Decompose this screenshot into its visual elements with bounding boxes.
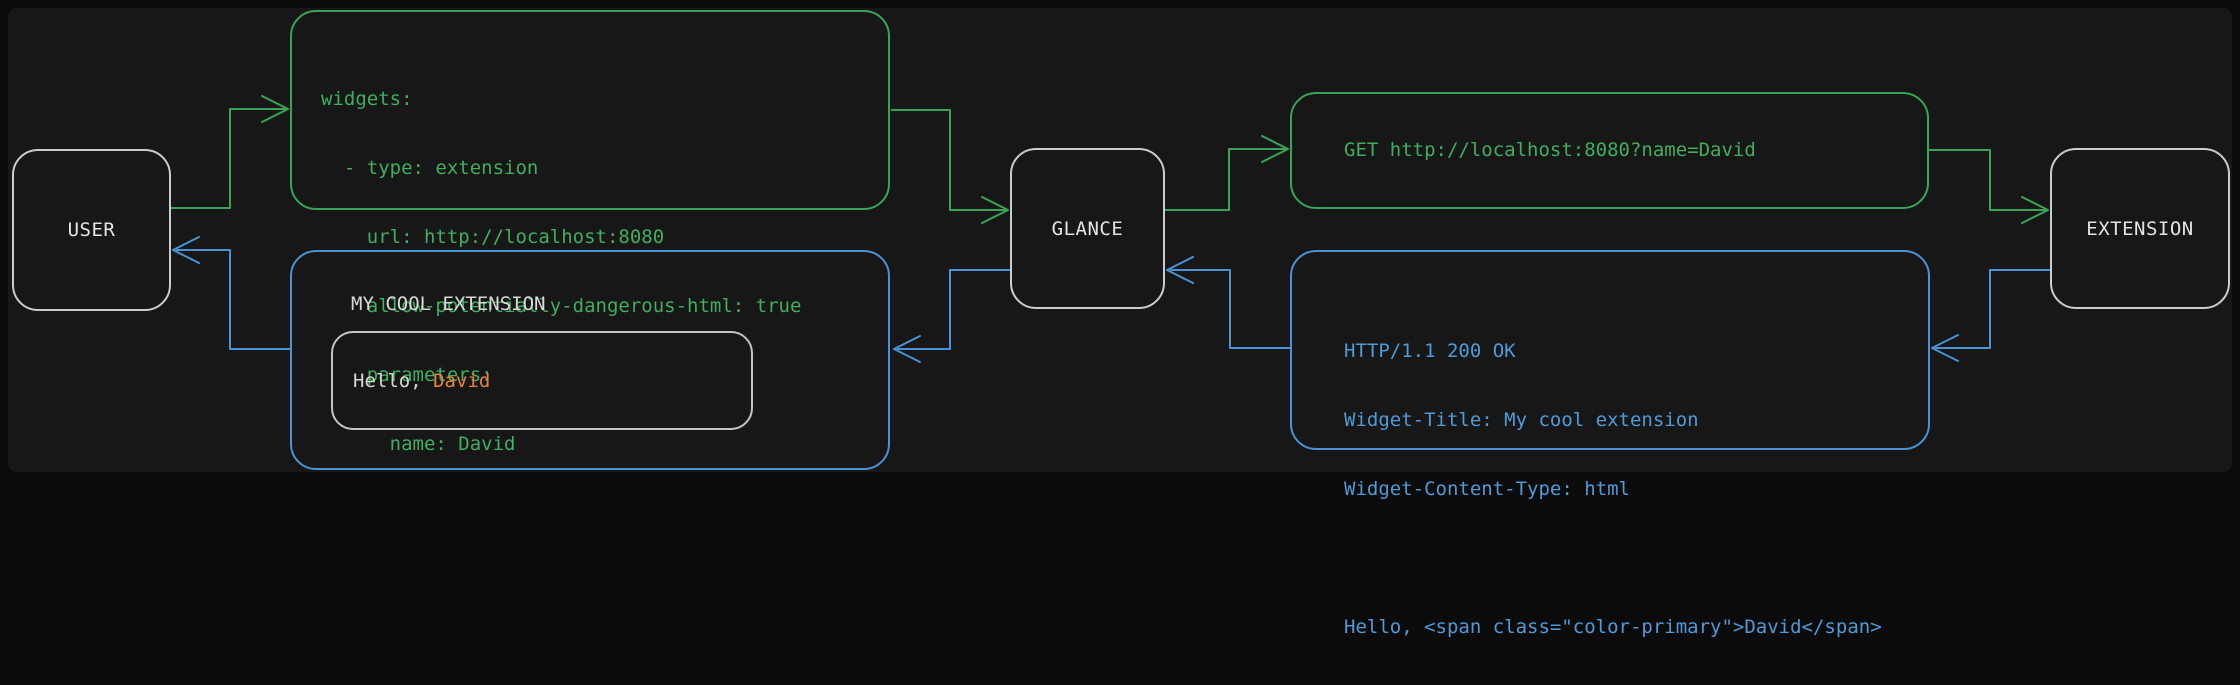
diagram-canvas [8, 8, 2232, 472]
node-user-label: USER [67, 219, 116, 241]
response-line: Widget-Content-Type: html [1344, 478, 1630, 500]
yaml-line: widgets: [321, 88, 413, 110]
response-line: HTTP/1.1 200 OK [1344, 340, 1516, 362]
diagram-page: { "nodes": { "user": "USER", "glance": "… [8, 8, 2232, 638]
rendered-widget-box: MY COOL EXTENSION Hello, David [290, 250, 890, 470]
yaml-line: name: David [321, 433, 516, 455]
widget-content-box: Hello, David [331, 331, 753, 430]
http-response-box: HTTP/1.1 200 OK Widget-Title: My cool ex… [1290, 250, 1930, 638]
config-yaml-box: widgets: - type: extension url: http://l… [290, 10, 890, 455]
response-line: Hello, <span class="color-primary">David… [1344, 616, 1882, 638]
node-extension-label: EXTENSION [2086, 217, 2194, 240]
node-extension: EXTENSION [2050, 148, 2230, 309]
config-yaml-code: widgets: - type: extension url: http://l… [321, 42, 801, 502]
node-glance-label: GLANCE [1051, 217, 1124, 240]
node-glance: GLANCE [1010, 148, 1165, 309]
response-line [1344, 547, 1882, 570]
greeting-name: David [433, 369, 491, 392]
yaml-line: url: http://localhost:8080 [321, 226, 665, 248]
http-response-code: HTTP/1.1 200 OK Widget-Title: My cool ex… [1344, 294, 1882, 685]
response-line: Widget-Title: My cool extension [1344, 409, 1699, 431]
yaml-line: - type: extension [321, 157, 539, 179]
yaml-line: parameters: [321, 364, 493, 386]
widget-title: MY COOL EXTENSION [351, 293, 546, 315]
node-user: USER [12, 149, 171, 311]
greeting-text: Hello, [353, 369, 434, 392]
yaml-line: allow-potentially-dangerous-html: true [321, 295, 802, 317]
http-request-box: GET http://localhost:8080?name=David [1290, 92, 1929, 209]
http-request-line: GET http://localhost:8080?name=David [1344, 139, 1756, 161]
